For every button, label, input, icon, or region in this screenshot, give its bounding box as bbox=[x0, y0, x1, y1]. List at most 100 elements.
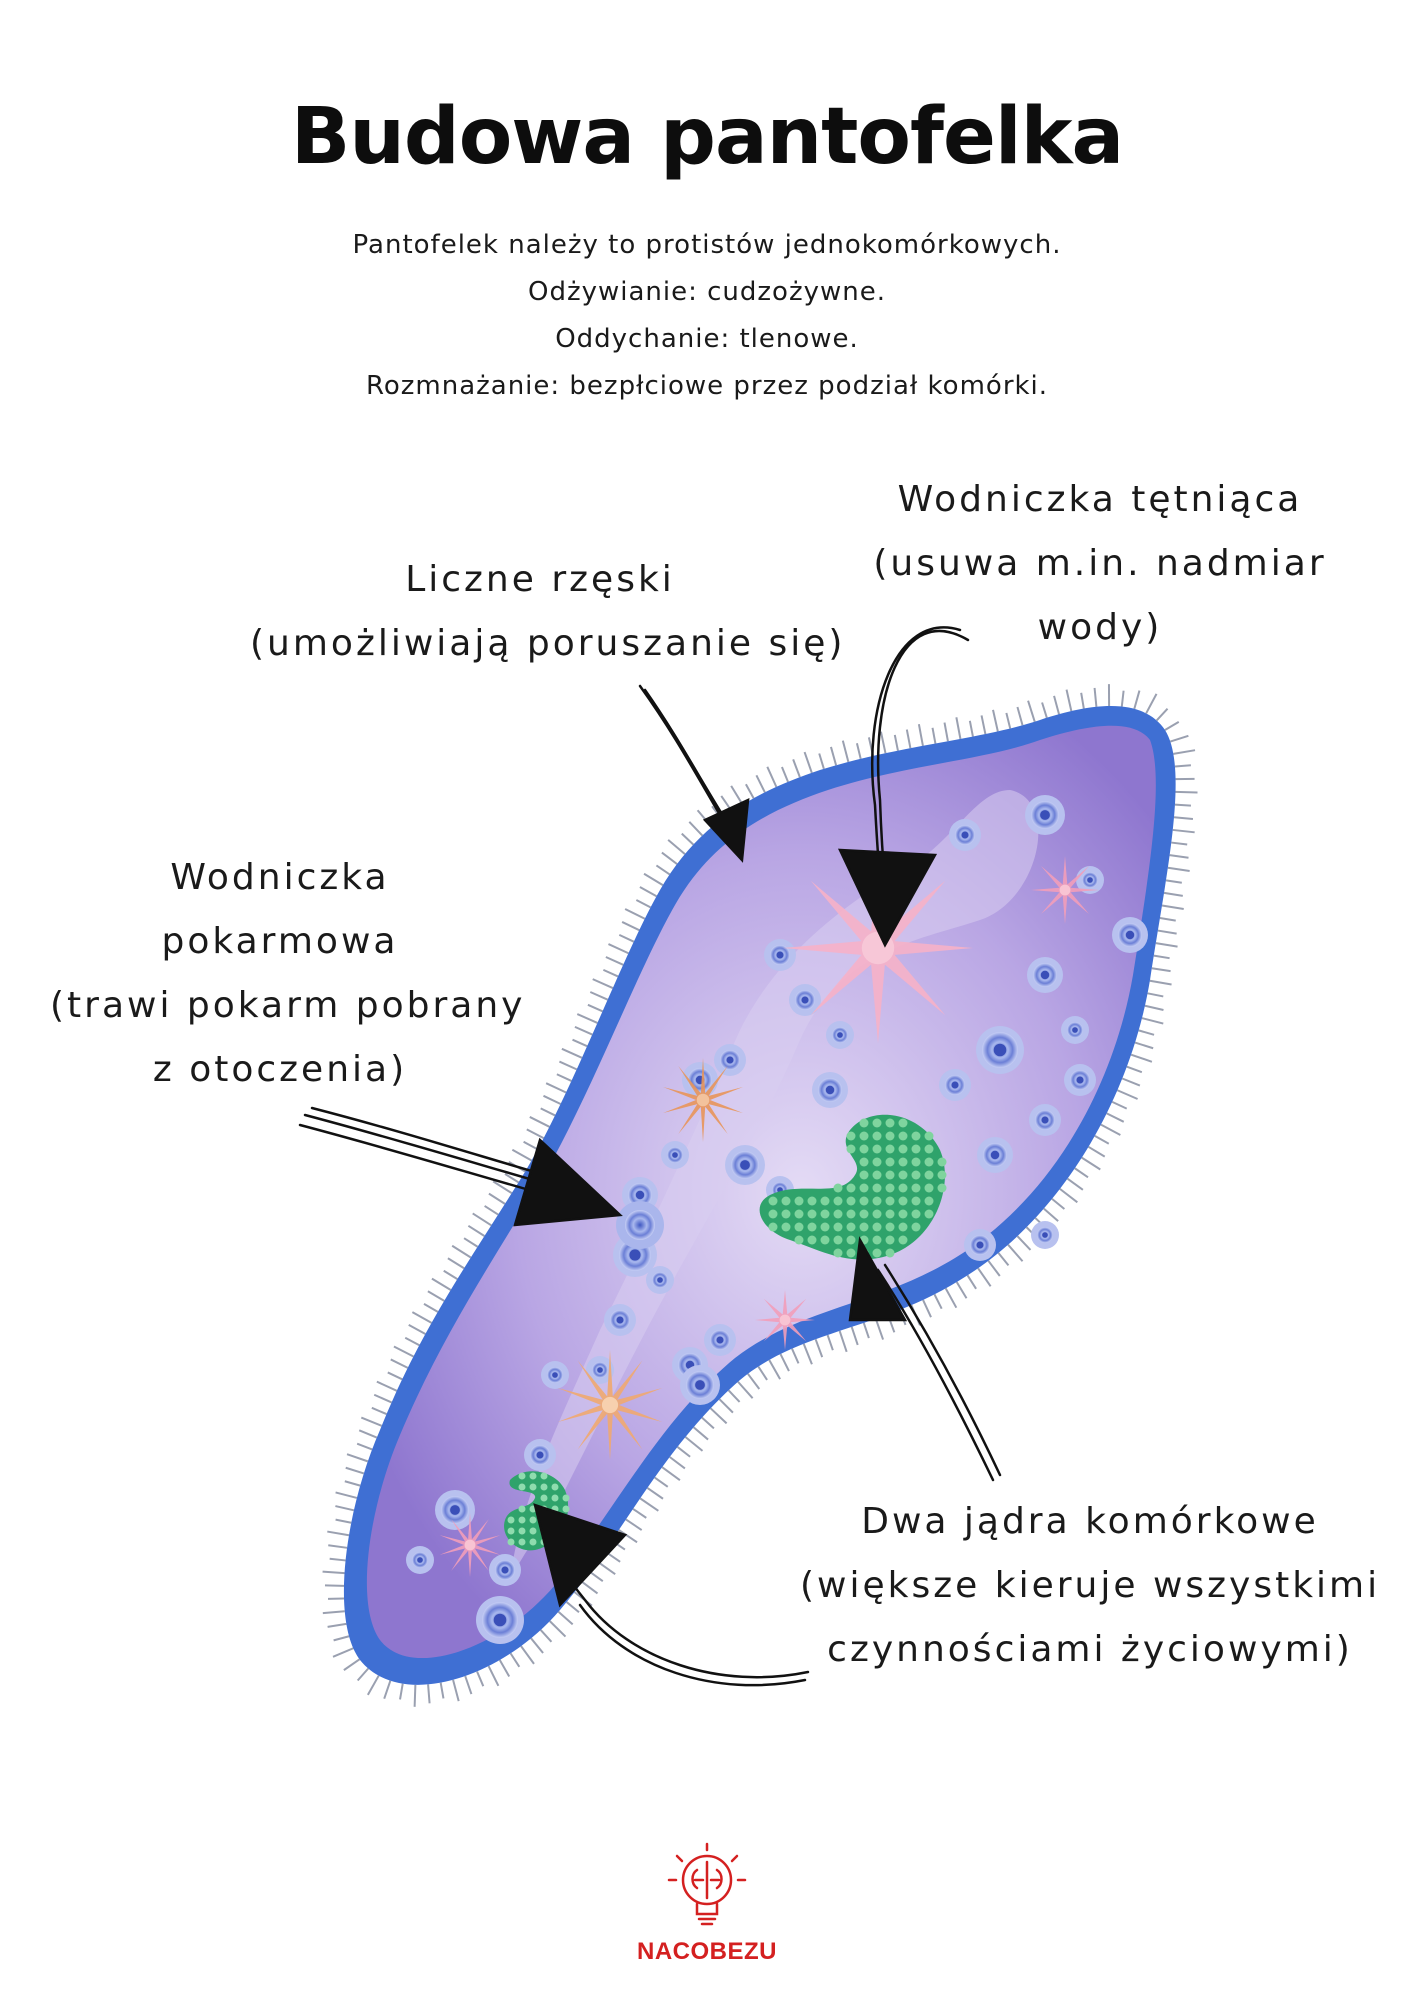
cilium bbox=[1053, 695, 1060, 715]
chromatin-dot bbox=[911, 1144, 921, 1154]
cilium bbox=[1141, 1017, 1164, 1025]
chromatin-dot bbox=[872, 1235, 882, 1245]
cilium bbox=[344, 1480, 361, 1487]
macronucleus bbox=[759, 1114, 947, 1260]
intro-line: Odżywianie: cudzożywne. bbox=[527, 277, 887, 307]
cilium bbox=[373, 1393, 392, 1404]
cilium bbox=[818, 753, 825, 770]
cilium bbox=[1016, 706, 1024, 726]
chromatin-dot bbox=[859, 1196, 869, 1206]
chromatin-dot bbox=[911, 1196, 921, 1206]
cilium bbox=[605, 956, 624, 966]
chromatin-dot bbox=[507, 1538, 515, 1546]
vacuole-core bbox=[1042, 1232, 1048, 1238]
chromatin-dot bbox=[898, 1157, 908, 1167]
cilium bbox=[1153, 954, 1170, 960]
cilium bbox=[1121, 1077, 1141, 1087]
cilium bbox=[1074, 1167, 1089, 1179]
cilium bbox=[803, 751, 813, 774]
chromatin-dot bbox=[911, 1157, 921, 1167]
chromatin-dot bbox=[898, 1209, 908, 1219]
chromatin-dot bbox=[529, 1483, 537, 1491]
cilium bbox=[427, 1684, 431, 1704]
chromatin-dot bbox=[794, 1196, 804, 1206]
cilium bbox=[1174, 803, 1191, 807]
vacuole-core bbox=[450, 1505, 460, 1515]
cilium bbox=[509, 1652, 521, 1668]
cilium bbox=[1155, 942, 1178, 948]
cilium bbox=[358, 1429, 378, 1439]
cilium bbox=[1041, 702, 1048, 719]
chromatin-dot bbox=[768, 1209, 778, 1219]
label-nuclei: Dwa jądra komórkowe (większe kieruje wsz… bbox=[800, 1490, 1380, 1682]
chromatin-dot bbox=[833, 1209, 843, 1219]
cilium bbox=[987, 1260, 1001, 1277]
chromatin-dot bbox=[898, 1144, 908, 1154]
cilium bbox=[464, 1675, 473, 1695]
label-line: (większe kieruje wszystkimi bbox=[800, 1565, 1381, 1606]
chromatin-dot bbox=[898, 1222, 908, 1232]
cilium bbox=[327, 1530, 350, 1537]
cilium bbox=[632, 1508, 647, 1519]
cilium bbox=[1161, 904, 1184, 910]
vacuole-core bbox=[552, 1372, 558, 1378]
chromatin-dot bbox=[872, 1144, 882, 1154]
cilium bbox=[329, 1557, 346, 1562]
cilium bbox=[977, 1267, 992, 1287]
cilium bbox=[587, 1003, 603, 1013]
cilium bbox=[814, 1338, 824, 1358]
cilium bbox=[621, 921, 640, 932]
cilium bbox=[802, 1343, 813, 1365]
vacuole-core bbox=[825, 1085, 835, 1095]
chromatin-dot bbox=[872, 1209, 882, 1219]
chromatin-dot bbox=[859, 1222, 869, 1232]
chromatin-dot bbox=[885, 1131, 895, 1141]
star-vacuole-orange-core bbox=[696, 1093, 710, 1107]
cilium bbox=[592, 978, 614, 989]
cilium bbox=[879, 731, 887, 754]
vacuole-core bbox=[716, 1336, 724, 1344]
contractile-vacuoles bbox=[439, 853, 1099, 1577]
chromatin-dot bbox=[872, 1248, 882, 1258]
chromatin-dot bbox=[898, 1170, 908, 1180]
chromatin-dot bbox=[859, 1170, 869, 1180]
chromatin-dot bbox=[846, 1131, 856, 1141]
cilium bbox=[618, 1529, 638, 1544]
cilium bbox=[322, 1570, 345, 1575]
intro-line: Rozmnażanie: bezpłciowe przez podział ko… bbox=[365, 371, 1049, 401]
cilium bbox=[874, 1318, 885, 1340]
chromatin-dot bbox=[846, 1209, 856, 1219]
vacuole-core bbox=[616, 1316, 624, 1324]
chromatin-dot bbox=[885, 1248, 895, 1258]
chromatin-dot bbox=[518, 1505, 526, 1513]
cilium bbox=[360, 1416, 383, 1427]
cilium bbox=[661, 1466, 681, 1481]
chromatin-dot bbox=[846, 1196, 856, 1206]
cilium bbox=[692, 1426, 709, 1441]
cilium bbox=[1100, 1123, 1121, 1136]
chromatin-dot bbox=[898, 1235, 908, 1245]
cilium bbox=[504, 1173, 520, 1184]
chromatin-dot bbox=[885, 1183, 895, 1193]
cilium bbox=[1066, 1177, 1084, 1191]
chromatin-dot bbox=[885, 1222, 895, 1232]
cilium bbox=[639, 886, 658, 898]
chromatin-dot bbox=[807, 1235, 817, 1245]
cilium bbox=[768, 1359, 781, 1380]
cilium bbox=[1051, 1198, 1066, 1210]
cilium bbox=[576, 1013, 598, 1024]
cilium bbox=[922, 1299, 932, 1318]
vacuole-core bbox=[672, 1152, 678, 1158]
cilium bbox=[608, 943, 629, 955]
cilium bbox=[917, 724, 924, 747]
cilium bbox=[530, 1637, 544, 1654]
arrow-cilia bbox=[638, 684, 750, 863]
chromatin-dot bbox=[859, 1183, 869, 1193]
chromatin-dot bbox=[529, 1538, 537, 1546]
chromatin-dot bbox=[540, 1472, 548, 1480]
cilium bbox=[855, 743, 862, 760]
vacuole-core bbox=[961, 831, 969, 839]
chromatin-dot bbox=[859, 1144, 869, 1154]
